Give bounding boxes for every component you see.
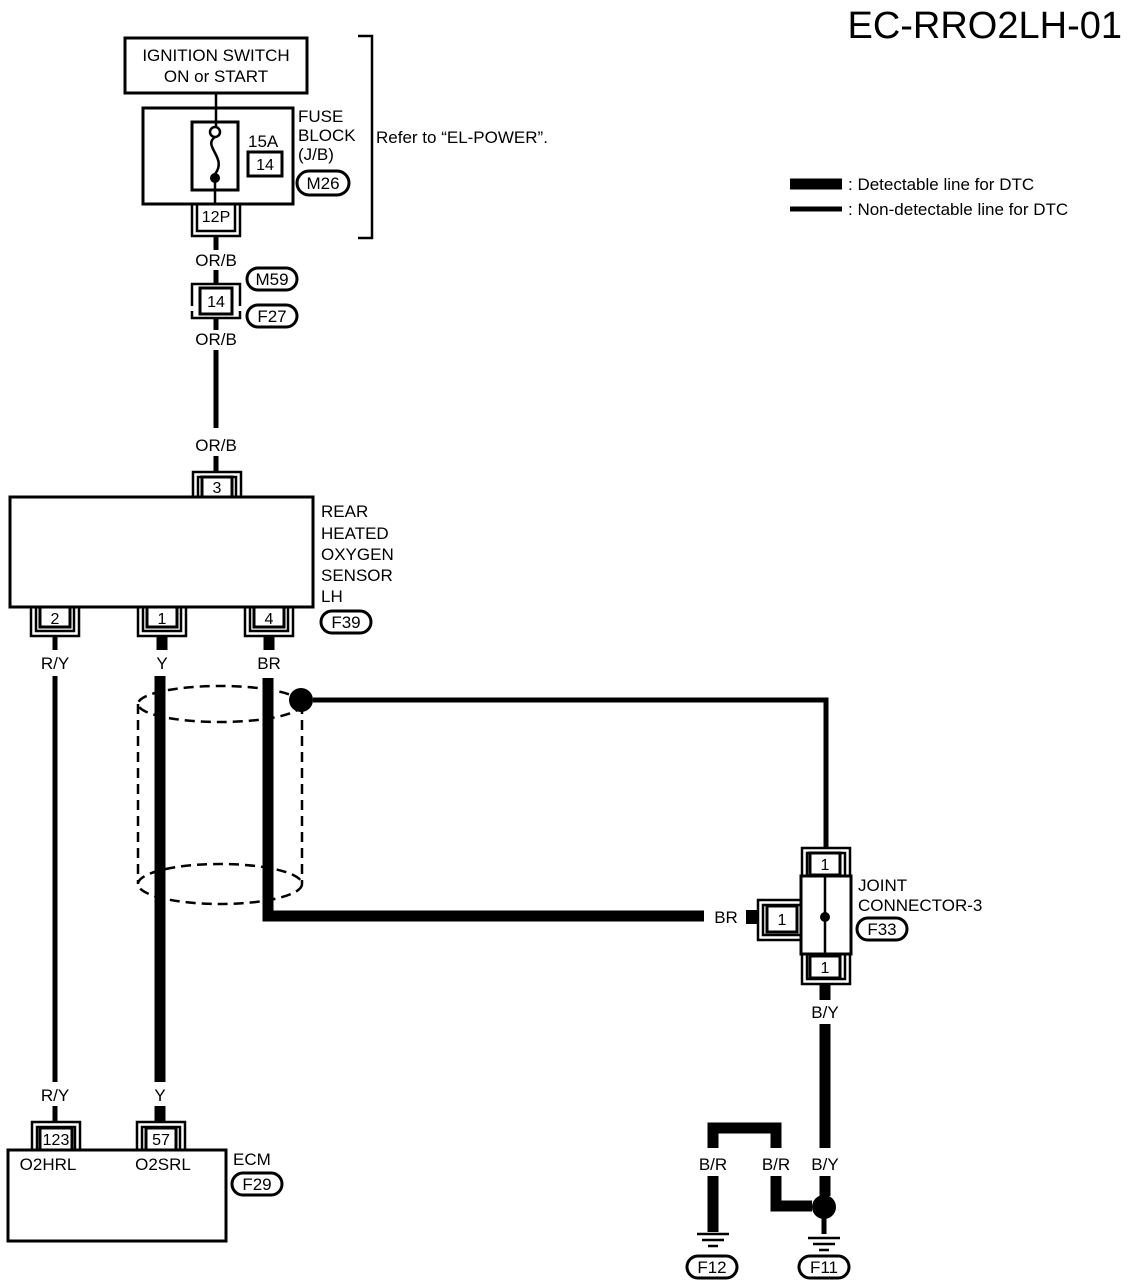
sensor-connector-id: F39 [331, 613, 360, 632]
wire-label-br-joint: BR [714, 908, 738, 927]
ecm-connector-id: F29 [242, 1175, 271, 1194]
wire-label-or-b-1: OR/B [195, 251, 237, 270]
refer-bracket [358, 34, 374, 240]
diagram-code: EC-RRO2LH-01 [847, 5, 1122, 47]
rear-heated-oxygen-sensor: 3 REAR HEATED OXYGEN SENSOR LH F39 2 1 4 [8, 470, 394, 638]
sensor-pin-1: 1 [158, 611, 167, 628]
wire-label-y-top: Y [156, 654, 167, 673]
shield-splice-dot [289, 688, 313, 712]
ecm: 123 57 O2HRL O2SRL ECM F29 [6, 1120, 284, 1243]
inline-connector-pin: 14 [207, 294, 225, 311]
ecm-label: ECM [233, 1150, 271, 1169]
fuse-amps: 15A [248, 132, 279, 151]
ground-f11-id: F11 [810, 1258, 838, 1277]
ground-f12-icon [697, 1232, 729, 1248]
fuse-block-pin: 12P [202, 209, 230, 226]
wire-label-b-y-ground: B/Y [811, 1155, 838, 1174]
ignition-switch-line1: IGNITION SWITCH [142, 46, 289, 65]
inline-connector-top-id: M59 [255, 270, 288, 289]
fuse-block-line1: FUSE [298, 107, 343, 126]
ground-f12-id: F12 [697, 1258, 726, 1277]
joint-pin-bottom: 1 [821, 960, 830, 977]
inline-connector: 14 M59 F27 [190, 266, 299, 329]
joint-pin-left: 1 [778, 912, 787, 929]
ecm-terminal-o2hrl: O2HRL [20, 1155, 77, 1174]
fuse-icon [210, 135, 220, 175]
sensor-label-line4: SENSOR [321, 566, 393, 585]
ecm-terminal-o2srl: O2SRL [135, 1155, 191, 1174]
wire-label-br-top: BR [257, 654, 281, 673]
legend-detectable-label: : Detectable line for DTC [848, 175, 1034, 194]
fuse-block-connector: M26 [306, 174, 339, 193]
sensor-pin-2: 2 [51, 611, 60, 628]
sensor-label-line5: LH [321, 587, 343, 606]
inline-connector-bottom-id: F27 [257, 307, 286, 326]
wire-label-or-b-3: OR/B [195, 436, 237, 455]
joint-connector-3: BR 1 1 1 JOINT CONNECTOR-3 F33 [714, 846, 982, 986]
ecm-pin-123: 123 [43, 1132, 70, 1149]
wire-label-y-bottom: Y [154, 1086, 165, 1105]
refer-note: Refer to “EL-POWER”. [376, 128, 548, 147]
fuse-number: 14 [256, 157, 274, 174]
wire-br [262, 678, 704, 922]
fuse-block-line3: (J/B) [298, 145, 334, 164]
sensor-pin-3: 3 [213, 480, 222, 497]
ignition-switch-line2: ON or START [164, 67, 268, 86]
legend-non-detectable-label: : Non-detectable line for DTC [848, 200, 1068, 219]
sensor-pin-4: 4 [265, 611, 274, 628]
fuse-block: 15A 14 FUSE BLOCK (J/B) M26 12P [141, 93, 356, 238]
ground-splice-dot [812, 1195, 836, 1219]
legend: : Detectable line for DTC : Non-detectab… [790, 175, 1068, 219]
joint-label-line2: CONNECTOR-3 [858, 896, 982, 915]
ground-f11-icon [808, 1236, 840, 1252]
wire-label-b-r-right: B/R [762, 1155, 790, 1174]
fuse-terminal-top [208, 125, 222, 139]
joint-connector-id: F33 [867, 920, 896, 939]
wire-label-r-y-bottom: R/Y [41, 1086, 69, 1105]
ecm-pin-57: 57 [152, 1132, 170, 1149]
wire-label-b-r-left: B/R [699, 1155, 727, 1174]
sensor-label-line3: OXYGEN [321, 545, 394, 564]
sensor-label-line1: REAR [321, 502, 368, 521]
wire-label-b-y-joint: B/Y [811, 1003, 838, 1022]
ignition-switch: IGNITION SWITCH ON or START [123, 36, 309, 95]
joint-pin-top: 1 [821, 857, 830, 874]
wire-label-or-b-2: OR/B [195, 330, 237, 349]
wire-shield-drain [313, 697, 829, 848]
sensor-label-line2: HEATED [321, 524, 389, 543]
wire-b-r-loop [707, 1122, 782, 1148]
wire-label-r-y-top: R/Y [41, 654, 69, 673]
fuse-block-line2: BLOCK [298, 126, 356, 145]
joint-label-line1: JOINT [858, 876, 907, 895]
